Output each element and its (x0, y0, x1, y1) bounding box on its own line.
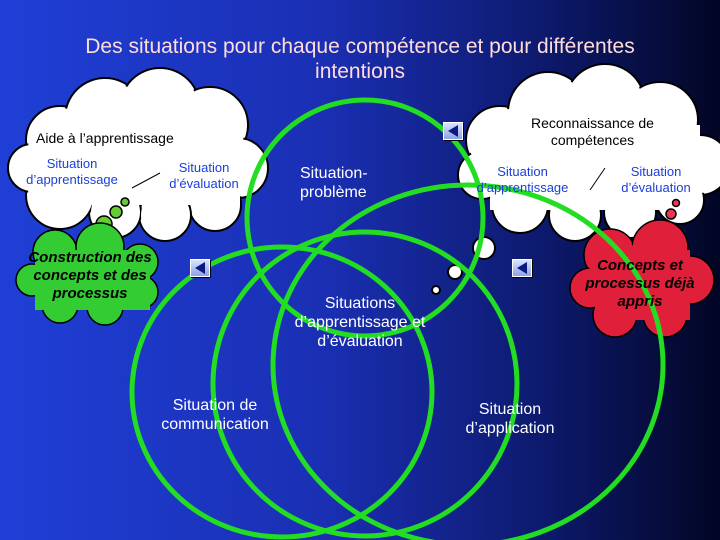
label-situation-application: Situation d’application (465, 401, 555, 438)
red-cloud-text: Concepts et processus déjà appris (585, 257, 695, 310)
label-situation-probleme: Situation-problème (300, 165, 368, 202)
back-arrow-icon (448, 125, 458, 137)
right-cloud-heading: Reconnaissance de compétences (531, 115, 654, 148)
right-thought-cloud (457, 63, 720, 242)
page-title: Des situations pour chaque compétence et… (85, 35, 635, 84)
label-situation-communication: Situation de communication (161, 397, 269, 434)
nav-back-button-left[interactable] (190, 259, 210, 277)
left-thought-cloud (7, 67, 269, 242)
right-cloud-item-apprentissage: Situation d’apprentissage (476, 164, 569, 195)
right-cloud-item-evaluation: Situation d’évaluation (621, 164, 691, 195)
left-cloud-item-evaluation: Situation d’évaluation (169, 160, 239, 191)
label-situations-apprentissage-evaluation: Situations d’apprentissage et d’évaluati… (294, 295, 426, 351)
back-arrow-icon (517, 262, 527, 274)
nav-back-button-top-right[interactable] (443, 122, 463, 140)
venn-circles (129, 97, 666, 540)
back-arrow-icon (195, 262, 205, 274)
left-cloud-item-apprentissage: Situation d’apprentissage (26, 156, 118, 187)
nav-back-button-right[interactable] (512, 259, 532, 277)
left-cloud-heading: Aide à l’apprentissage (36, 130, 174, 146)
green-cloud-text: Construction des concepts et des process… (28, 249, 152, 302)
